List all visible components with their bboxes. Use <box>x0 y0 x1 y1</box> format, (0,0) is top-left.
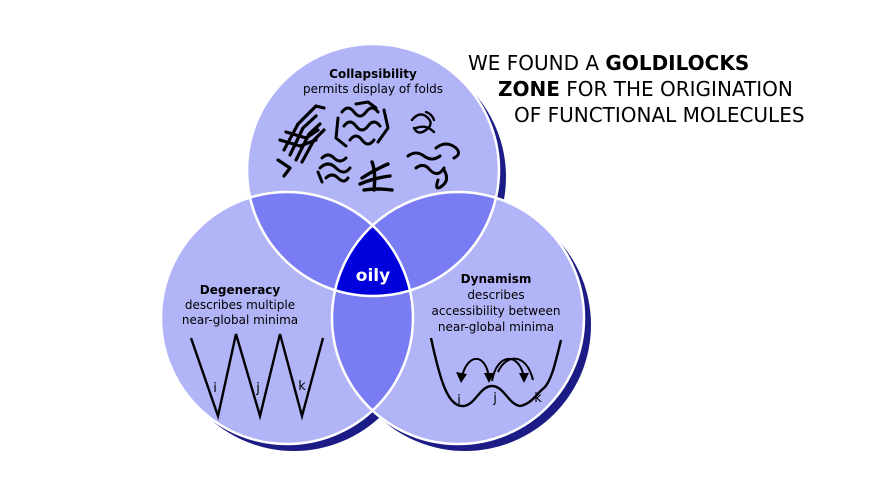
degeneracy-line2: near-global minima <box>182 313 298 327</box>
headline-line-1-bold: GOLDILOCKS <box>605 51 750 75</box>
collapsibility-subtitle: permits display of folds <box>303 82 443 96</box>
arrowhead-k <box>519 373 529 383</box>
degeneracy-minimum-k: k <box>298 379 306 394</box>
arrowhead-j <box>484 373 494 383</box>
dynamism-minimum-k: k <box>534 391 542 406</box>
dynamism-line2: accessibility between <box>432 304 561 318</box>
protein-fold-icon <box>358 160 394 192</box>
headline-line-3-plain: OF FUNCTIONAL MOLECULES <box>514 103 805 127</box>
protein-fold-icon <box>334 100 390 148</box>
dynamism-landscape <box>429 337 563 408</box>
protein-fold-icon <box>276 104 326 178</box>
protein-fold-icon <box>276 100 461 192</box>
degeneracy-landscape <box>189 333 325 421</box>
degeneracy-line1: describes multiple <box>185 298 295 312</box>
protein-fold-icon <box>410 110 436 134</box>
headline: WE FOUND A GOLDILOCKS ZONE FOR THE ORIGI… <box>468 50 878 128</box>
protein-fold-icon <box>406 142 461 190</box>
headline-line-1: WE FOUND A GOLDILOCKS <box>468 50 878 76</box>
center-label: oily <box>356 266 390 286</box>
headline-line-1-plain: WE FOUND A <box>468 51 606 75</box>
circle-outlines <box>159 42 586 446</box>
headline-line-2-plain: FOR THE ORIGINATION <box>559 77 793 101</box>
degeneracy-minimum-i: i <box>213 381 217 396</box>
dynamism-title: Dynamism <box>461 272 532 286</box>
headline-line-2-bold: ZONE <box>498 77 560 101</box>
dynamism-minimum-j: j <box>492 391 497 406</box>
collapsibility-title: Collapsibility <box>329 67 417 81</box>
headline-line-3: OF FUNCTIONAL MOLECULES <box>468 102 878 128</box>
headline-line-2: ZONE FOR THE ORIGINATION <box>468 76 878 102</box>
dynamism-minimum-i: i <box>457 393 461 408</box>
arrowhead-i <box>456 372 467 383</box>
degeneracy-title: Degeneracy <box>200 283 281 297</box>
dynamism-arrow-jk-b <box>497 357 534 381</box>
dynamism-line3: near-global minima <box>438 320 554 334</box>
protein-fold-icon <box>316 153 352 184</box>
degeneracy-minimum-j: j <box>255 381 260 396</box>
dynamism-line1: describes <box>467 288 524 302</box>
